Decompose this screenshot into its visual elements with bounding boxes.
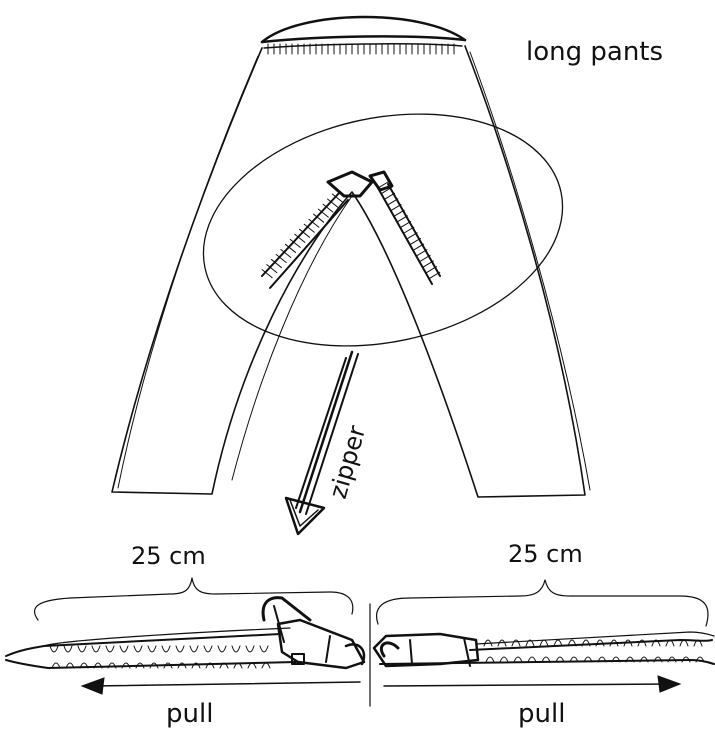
crotch-highlight-ellipse [182,83,585,378]
title-label: long pants [526,37,663,67]
right-zipper-slider [374,634,478,666]
left-pull-label: pull [166,699,213,729]
left-length-label: 25 cm [131,542,206,570]
left-length-brace [35,578,353,620]
crotch-zipper-seams [262,172,440,288]
right-pull-arrow [384,676,680,692]
right-zipper-half [380,632,714,664]
right-pull-label: pull [518,699,565,729]
waistband [262,17,465,54]
left-pull-arrow [82,678,360,694]
left-zipper-half [6,628,296,668]
right-length-label: 25 cm [508,540,583,568]
right-length-brace [377,580,708,626]
left-zipper-slider [263,598,364,668]
